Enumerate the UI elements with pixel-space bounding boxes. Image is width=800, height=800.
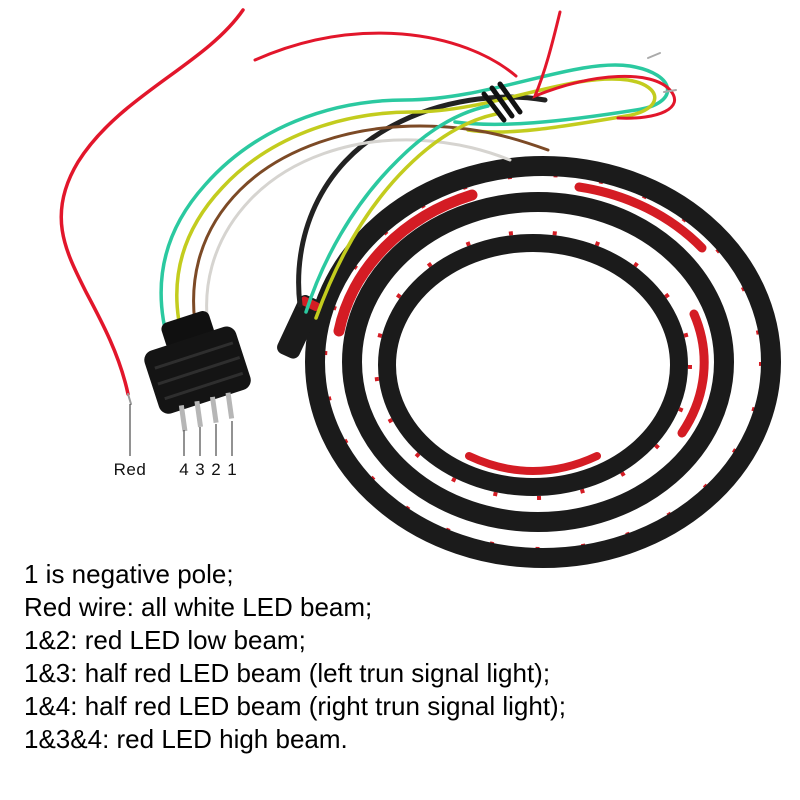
red-lens-arc-bottom: [465, 452, 601, 475]
wire-tip-yellow: [663, 89, 677, 93]
connector-pin-3: [194, 400, 203, 428]
strip-loop-outer: [305, 156, 781, 568]
connector-rib: [164, 371, 244, 401]
green-wire-to-strip: [304, 104, 490, 314]
connector-rib: [157, 356, 241, 386]
wire-harness: [59, 8, 677, 405]
led-bumps-inner: [374, 230, 692, 500]
note-line-5: 1&4: half red LED beam (right trun signa…: [24, 691, 566, 721]
yellow-wire: [175, 77, 657, 346]
connector-pin-4: [178, 405, 188, 432]
note-line-4: 1&3: half red LED beam (left trun signal…: [24, 658, 551, 688]
wiring-notes: 1 is negative pole; Red wire: all white …: [24, 558, 784, 756]
connector-pins: [178, 392, 235, 432]
red-wire: [59, 8, 245, 396]
red-wire-bare-tip: [127, 393, 132, 405]
strip-loop-middle: [342, 192, 734, 532]
black-harness-wire: [296, 94, 548, 308]
cable-tie: [481, 81, 523, 123]
connector-plug: [144, 310, 251, 432]
pin-label-4: 4: [179, 460, 189, 479]
white-wire: [205, 138, 512, 340]
wire-tip-green: [647, 52, 661, 59]
connector-pin-2: [209, 396, 219, 424]
strip-loop-inner: [378, 234, 688, 496]
connector-rib: [154, 341, 234, 370]
red-lens-arc-top: [574, 182, 707, 253]
note-line-2: Red wire: all white LED beam;: [24, 592, 373, 622]
yellow-wire-to-strip: [314, 112, 498, 320]
pin-label-3: 3: [195, 460, 205, 479]
pin-label-1: 1: [227, 460, 237, 479]
red-lens-arc-topleft: [333, 189, 478, 337]
note-line-6: 1&3&4: red LED high beam.: [24, 724, 348, 754]
red-wire-top: [532, 10, 677, 120]
led-strip-coil: [277, 156, 781, 568]
connector-pin-1: [225, 392, 235, 419]
red-wire-label: Red: [113, 460, 147, 479]
brown-wire: [192, 124, 550, 343]
note-line-1: 1 is negative pole;: [24, 559, 234, 589]
note-line-3: 1&2: red LED low beam;: [24, 625, 306, 655]
red-wire-topleft: [253, 31, 518, 78]
green-wire: [159, 63, 670, 350]
callout-lines: [129, 404, 233, 456]
red-lens-arc-right: [677, 309, 709, 438]
pin-label-2: 2: [211, 460, 221, 479]
strip-end-body: [277, 295, 322, 359]
